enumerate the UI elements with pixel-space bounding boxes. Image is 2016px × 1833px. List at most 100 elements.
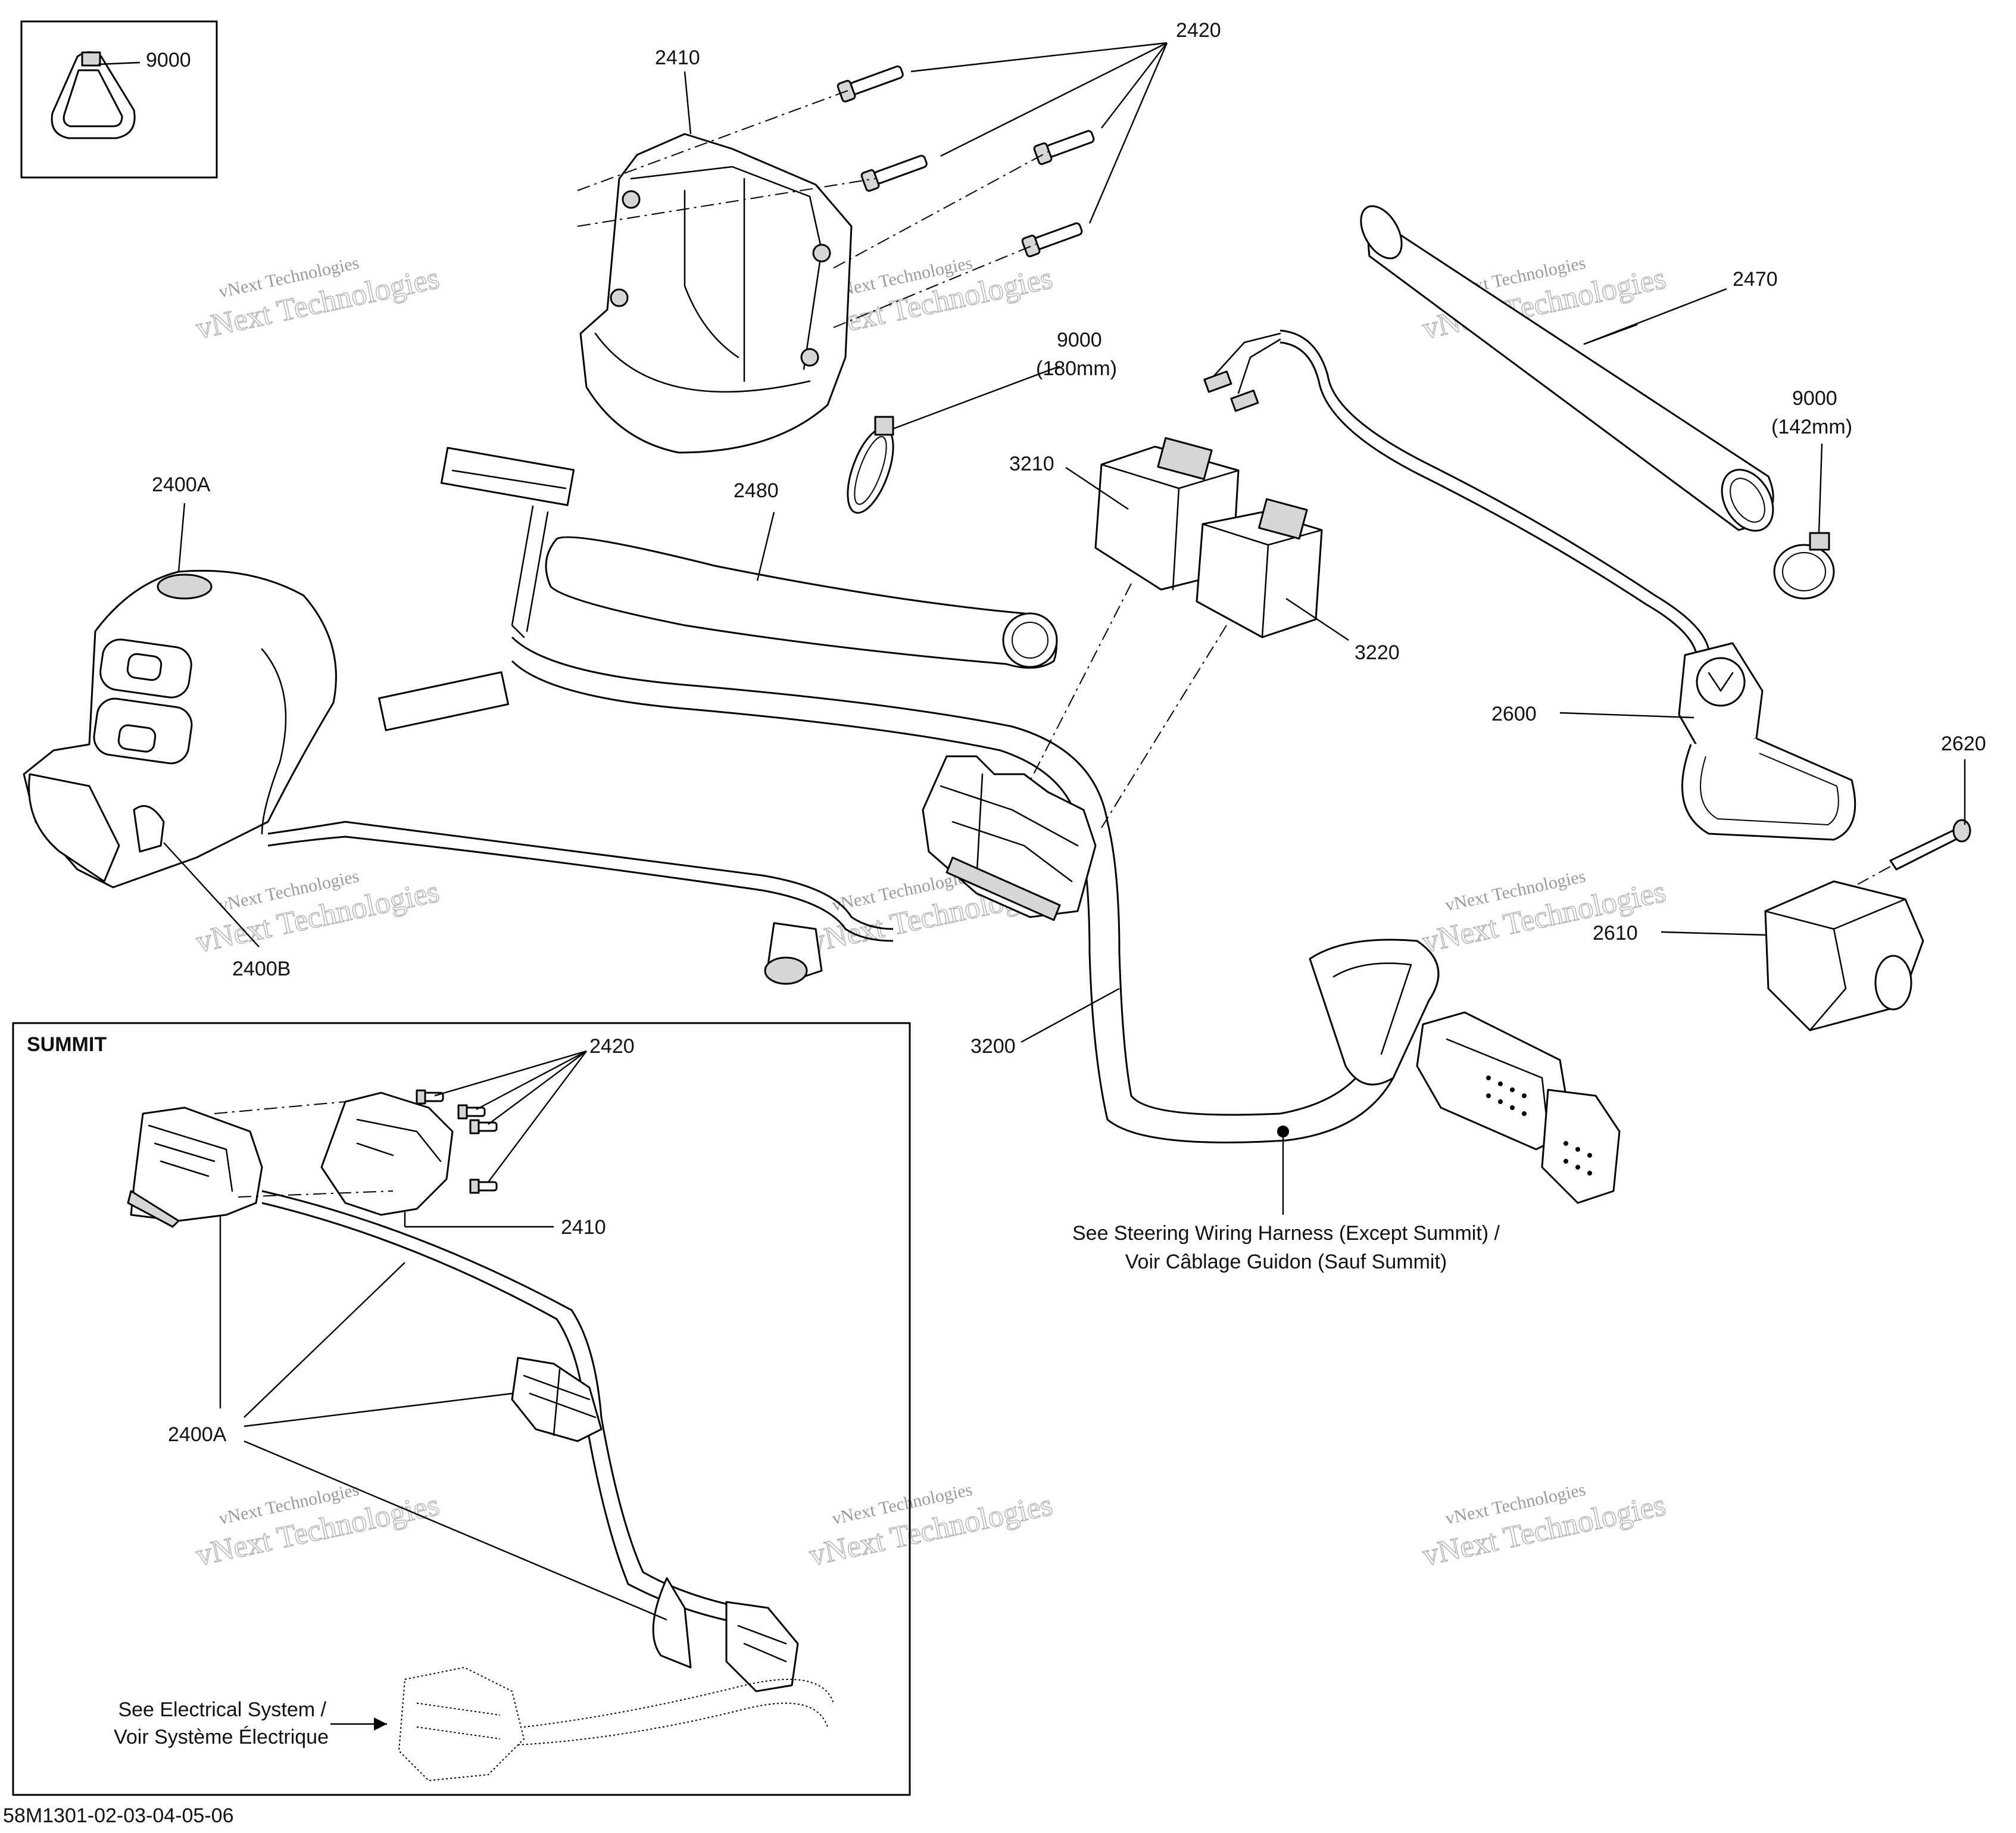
housing-edge [261, 648, 287, 835]
pin-terminal [1203, 370, 1232, 393]
leader-2420 [1088, 42, 1168, 224]
connector-edges [1202, 523, 1323, 638]
note-steering-1: See Steering Wiring Harness (Except Summ… [1072, 1222, 1500, 1245]
screw-boss [610, 288, 629, 307]
leader-3220 [1285, 598, 1349, 641]
summit-label-2420: 2420 [589, 1035, 635, 1058]
part-9000-142mm[interactable]: 9000 (142mm) [1771, 387, 1852, 600]
strap-ring-inner [1782, 552, 1826, 591]
axis-line [833, 151, 1048, 269]
part-3200-harness[interactable]: 3200 See Steering Wiring Harness (Except… [511, 636, 1500, 1273]
summit-connector-detail [523, 1368, 597, 1436]
leader-2400b [163, 842, 260, 947]
leader-9000-142 [1818, 443, 1823, 534]
screw-boss [812, 244, 831, 263]
part-2400a-switch[interactable]: 2400A 2400B [23, 473, 337, 980]
summit-cover-detail [356, 1118, 442, 1162]
part-2610[interactable]: 2610 [1593, 880, 1924, 1031]
part-2470-sleeve[interactable]: 2470 [1353, 199, 1784, 540]
label-2600: 2600 [1491, 703, 1537, 725]
summit-inset[interactable]: SUMMIT 2420 2410 [12, 1022, 911, 1796]
part-9000-180mm[interactable]: 9000 (180mm) [838, 329, 1117, 519]
part-9000-box[interactable]: 9000 [20, 20, 218, 179]
block-edges [1764, 898, 1906, 1031]
leader-2420 [1101, 42, 1168, 129]
axis-line [1012, 583, 1132, 816]
housing-rim [630, 166, 823, 370]
housing-inner [684, 177, 745, 382]
button-top-icon [126, 653, 163, 681]
round-connector-end [764, 956, 808, 985]
block-hole [1874, 955, 1912, 1011]
leader-2400a [177, 503, 186, 572]
note-electrical-2: Voir Système Électrique [114, 1726, 329, 1748]
leader-summit-2420 [476, 1050, 587, 1111]
label-9000-142-size: (142mm) [1771, 416, 1852, 438]
note-steering-2: Voir Câblage Guidon (Sauf Summit) [1125, 1251, 1447, 1273]
screw [1033, 130, 1095, 165]
harness-point [1277, 1126, 1289, 1137]
housing-body [579, 133, 853, 454]
summit-screw [469, 1119, 498, 1134]
clip-loop-inner [1700, 753, 1839, 826]
note-electrical-1: See Electrical System / [118, 1698, 326, 1721]
leader-summit-2420 [488, 1050, 587, 1183]
axis-line [1101, 625, 1227, 828]
connector-top-left [378, 447, 575, 731]
axis-line [214, 1101, 346, 1114]
summit-frame [12, 1022, 911, 1796]
screw [1021, 222, 1083, 257]
leader-2480 [756, 512, 775, 581]
summit-label-2410: 2410 [561, 1216, 606, 1239]
strap-loop-inner [854, 436, 887, 505]
button-bottom-icon [117, 724, 157, 753]
summit-switch-lever [127, 1190, 180, 1228]
part-2480-tube[interactable]: 2480 [545, 479, 1058, 669]
summit-end-connector-detail [737, 1625, 787, 1663]
tie-strap-head [81, 51, 101, 67]
screw [860, 155, 928, 192]
part-2420-screws[interactable]: 2420 [577, 19, 1221, 328]
wire-to-2600 [1203, 329, 1711, 668]
axis-line [238, 1190, 394, 1198]
leader-2410 [684, 71, 692, 135]
watermarks: vNext Technologies vNext Technologies vN… [192, 253, 1669, 1573]
tie-strap-inner [63, 69, 123, 127]
summit-label-2400a: 2400A [168, 1423, 227, 1446]
pin-terminal [1230, 389, 1259, 412]
sleeve-end [1360, 205, 1403, 260]
axis-line [577, 178, 876, 227]
connector-edges [1100, 463, 1240, 591]
label-3210: 3210 [1009, 453, 1054, 475]
screw [837, 66, 904, 102]
label-2610: 2610 [1593, 922, 1638, 944]
connector-pair-3200 [1416, 1011, 1621, 1204]
leader-9000-180 [892, 365, 1060, 430]
leader-2470-b [1583, 323, 1638, 345]
leader-summit-2420 [488, 1050, 587, 1125]
label-2410: 2410 [655, 46, 700, 69]
arrow-electrical [374, 1717, 387, 1731]
part-2410-housing[interactable]: 2410 [579, 46, 853, 454]
label-9000-142: 9000 [1792, 387, 1837, 410]
part-2620[interactable]: 2620 [1857, 732, 1986, 885]
connector-body [1196, 511, 1323, 638]
summit-switch-detail [148, 1124, 233, 1192]
leader-9000 [98, 61, 141, 66]
part-3220[interactable]: 3220 [1196, 498, 1400, 664]
leader-3210 [1065, 467, 1129, 510]
diagram-code: 58M1301-02-03-04-05-06 [3, 1804, 233, 1827]
tube-body [545, 536, 1057, 669]
label-3200: 3200 [970, 1035, 1016, 1058]
summit-title: SUMMIT [27, 1033, 107, 1056]
leader-2420 [910, 42, 1168, 73]
part-2600[interactable]: 2600 [1491, 642, 1856, 841]
leader-2600 [1559, 712, 1694, 719]
label-9000: 9000 [146, 49, 191, 71]
summit-harness-loop [652, 1577, 692, 1669]
label-2470: 2470 [1733, 268, 1778, 291]
screw-boss [622, 190, 641, 209]
sleeve-hole [1730, 478, 1765, 523]
